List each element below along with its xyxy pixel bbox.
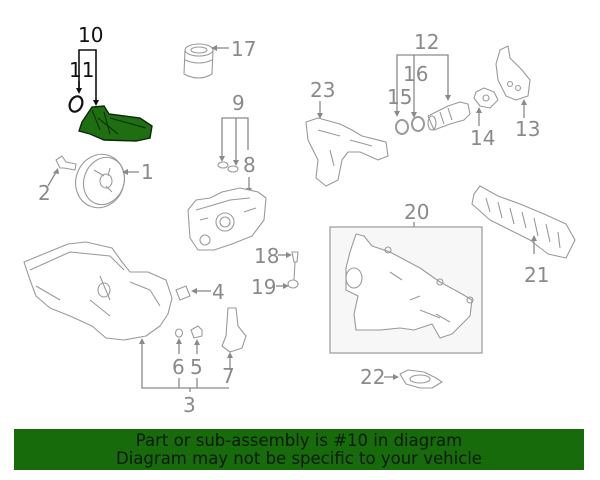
oil-pump-8-icon (187, 187, 267, 251)
callout-group-12-15-16: 12 16 15 (387, 30, 471, 135)
callout-14[interactable]: 14 (470, 126, 495, 150)
callout-17[interactable]: 17 (231, 37, 256, 61)
gasket-14-icon (473, 87, 499, 109)
callout-1[interactable]: 1 (141, 160, 154, 184)
valve-13-icon (495, 45, 531, 101)
highlighted-part-10[interactable] (78, 105, 153, 142)
callout-group-3-7: 4 6 5 7 3 (23, 241, 247, 417)
o-ring-16-icon (411, 116, 425, 132)
sensor-18-icon (291, 251, 299, 281)
bolt-2-icon (55, 155, 77, 171)
drain-plug-5-icon (190, 325, 203, 339)
callout-23[interactable]: 23 (310, 78, 335, 102)
oil-filter-17-icon (184, 43, 214, 57)
callout-group-20: 20 (329, 200, 483, 354)
gasket-22-icon (399, 369, 443, 389)
callout-9[interactable]: 9 (232, 91, 245, 115)
callout-10[interactable]: 10 (78, 23, 103, 47)
callout-13[interactable]: 13 (515, 117, 540, 141)
callout-group-18-19: 18 19 (251, 244, 299, 299)
callout-group-21: 21 (471, 185, 576, 287)
intake-manifold-20-icon (345, 233, 473, 339)
callout-3[interactable]: 3 (183, 393, 196, 417)
callout-4[interactable]: 4 (212, 280, 225, 304)
callout-12[interactable]: 12 (414, 30, 439, 54)
washer-6-icon (174, 328, 184, 338)
info-banner: Part or sub-assembly is #10 in diagram D… (14, 429, 584, 470)
callout-22[interactable]: 22 (360, 365, 385, 389)
callout-20[interactable]: 20 (404, 200, 429, 224)
solenoid-12-icon (427, 101, 471, 131)
callout-7[interactable]: 7 (222, 364, 235, 388)
callout-16[interactable]: 16 (403, 62, 428, 86)
bracket-23-icon (305, 117, 389, 187)
callout-group-13: 13 (495, 45, 540, 141)
oil-pickup-7-icon (221, 307, 247, 353)
banner-line-1: Part or sub-assembly is #10 in diagram (135, 431, 463, 450)
callout-group-8-9: 9 8 (187, 91, 267, 251)
callout-group-14: 14 (470, 87, 499, 150)
callout-15[interactable]: 15 (387, 85, 412, 109)
sensor-4-icon (175, 285, 191, 301)
callout-group-22: 22 (360, 365, 443, 389)
callout-19[interactable]: 19 (251, 275, 276, 299)
callout-21[interactable]: 21 (524, 263, 549, 287)
callout-5[interactable]: 5 (190, 355, 203, 379)
callout-group-10-11: 10 11 (68, 23, 153, 142)
o-ring-11-icon (68, 95, 84, 113)
callout-8[interactable]: 8 (243, 153, 256, 177)
washer-19-icon (287, 279, 299, 289)
banner-line-2: Diagram may not be specific to your vehi… (116, 449, 482, 468)
callout-group-23: 23 (305, 78, 389, 187)
callout-group-1-2: 1 2 (38, 153, 154, 209)
callout-6[interactable]: 6 (172, 355, 185, 379)
callout-11[interactable]: 11 (69, 58, 94, 82)
o-ring-15-icon (395, 119, 409, 135)
callout-18[interactable]: 18 (254, 244, 279, 268)
callout-group-17: 17 (183, 37, 256, 79)
callout-2[interactable]: 2 (38, 181, 51, 205)
